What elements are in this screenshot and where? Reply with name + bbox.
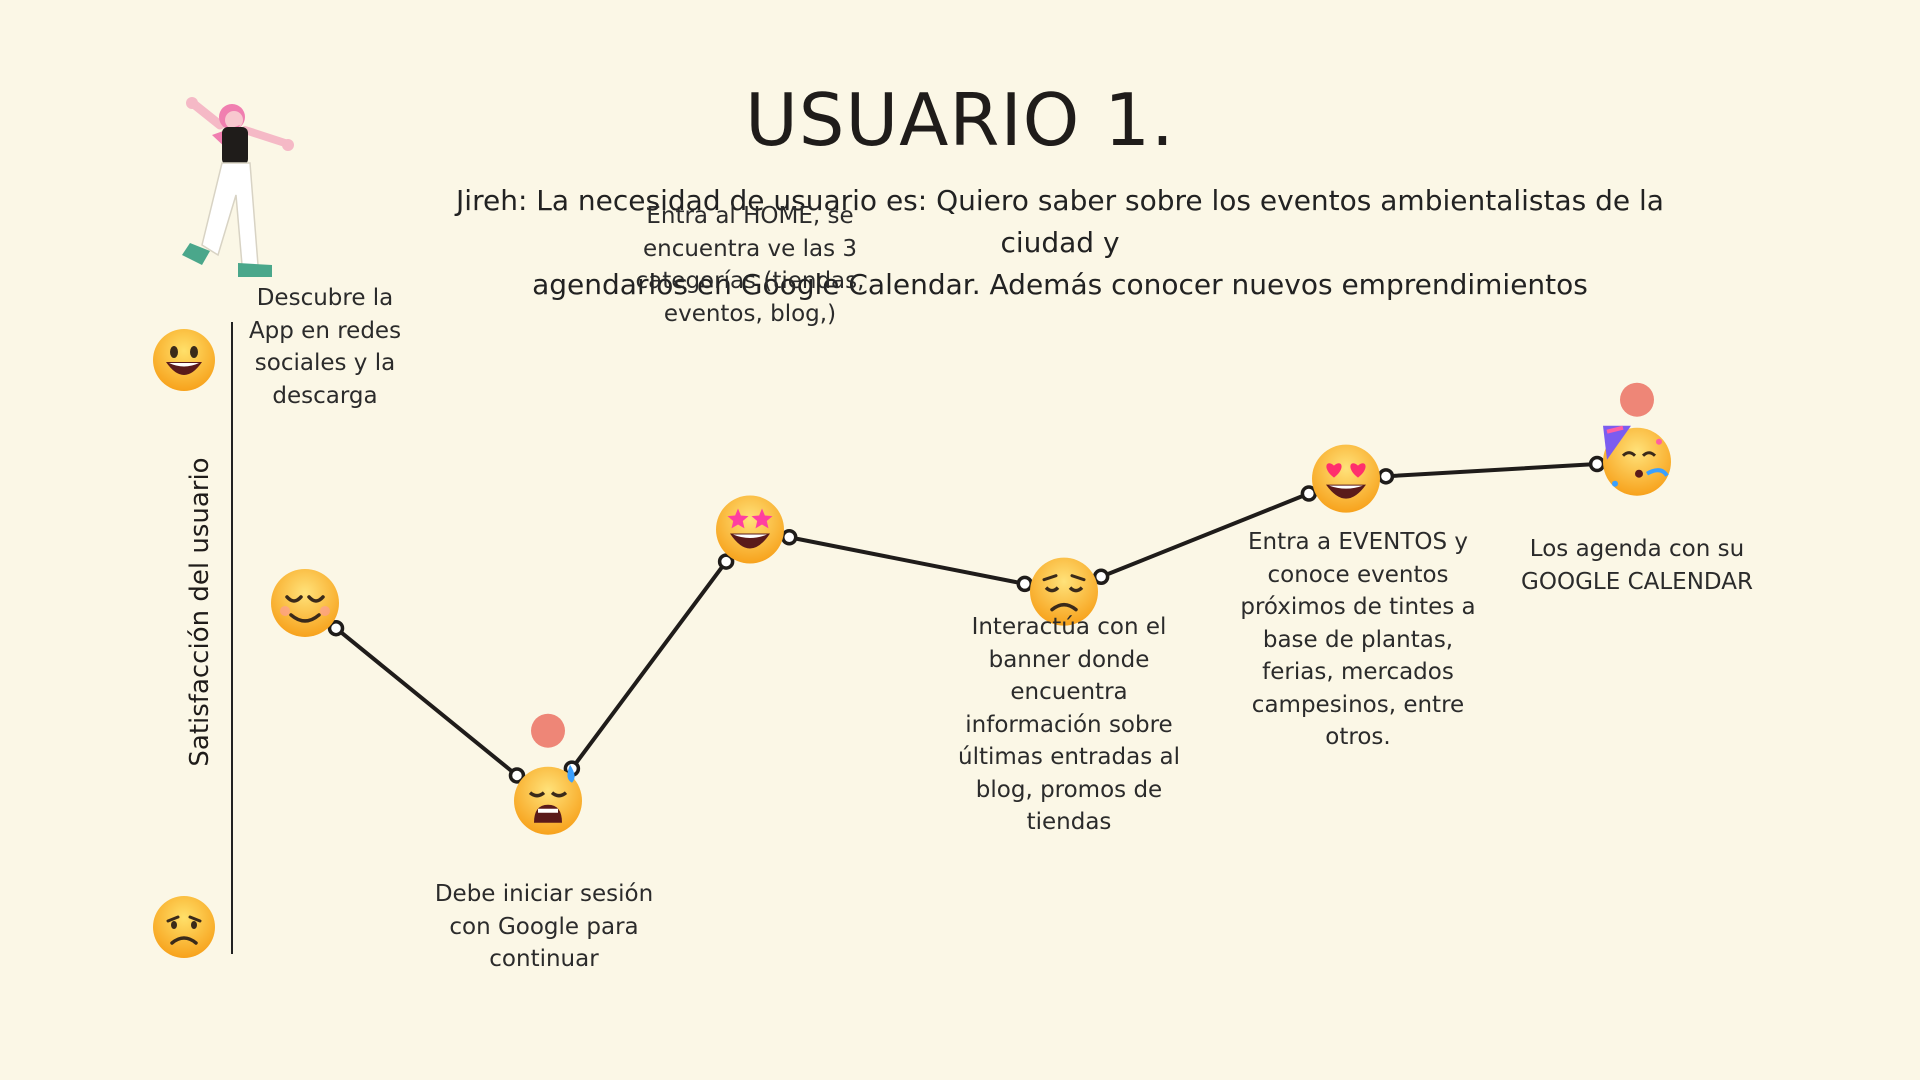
grinning-face-icon xyxy=(153,329,215,391)
frowning-face-icon xyxy=(153,896,215,958)
journey-step-label-line: Entra a EVENTOS y xyxy=(1247,529,1469,555)
journey-step-label-line: blog, promos de xyxy=(975,776,1163,803)
persona-illustration xyxy=(182,97,294,277)
user-need-line-1: Jireh: La necesidad de usuario es: Quier… xyxy=(456,184,1664,259)
journey-connector-dot xyxy=(1016,575,1034,593)
journey-step-label-line: GOOGLE CALENDAR xyxy=(1521,568,1753,595)
heart-eyes-face-icon xyxy=(1312,444,1380,513)
journey-step-label-line: últimas entradas al xyxy=(958,744,1180,770)
journey-step-label-line: continuar xyxy=(489,946,599,972)
partying-face-icon xyxy=(1603,425,1671,496)
journey-step-label: Entra a EVENTOS y conoce eventos próximos … xyxy=(1240,526,1475,754)
journey-step-label-line: encuentra xyxy=(1010,679,1128,705)
journey-segment xyxy=(1383,462,1600,479)
journey-step-label-line: descarga xyxy=(272,382,378,409)
journey-step-label-line: encuentra ve las 3 xyxy=(642,235,858,262)
journey-connector-dot xyxy=(508,767,526,784)
journey-step-label: Debe iniciar sesión con Google para contin… xyxy=(435,878,653,976)
journey-step-label-line: Entra al HOME, se xyxy=(646,203,854,229)
journey-connector-dot xyxy=(1300,485,1318,502)
journey-step-label-line: Los agenda con su xyxy=(1529,536,1745,562)
accent-dot xyxy=(1620,382,1654,417)
journey-step-label-line: eventos, blog,) xyxy=(663,300,837,327)
journey-step-label-line: App en redes xyxy=(248,317,402,344)
journey-step-label-line: otros. xyxy=(1325,724,1391,750)
journey-step-label-line: sociales y la xyxy=(254,350,396,376)
page-title: USUARIO 1. xyxy=(745,78,1175,162)
journey-step-label-line: banner donde xyxy=(988,646,1150,673)
journey-step-label-line: información sobre xyxy=(965,711,1173,738)
journey-segment xyxy=(334,626,519,778)
journey-connector-dot xyxy=(1588,455,1606,473)
user-need-line-2: agendarlos en Google Calendar. Además co… xyxy=(532,268,1588,301)
journey-step-label: Interactúa con el banner donde encuentra in… xyxy=(958,611,1180,839)
disappointed-face-icon xyxy=(1030,557,1098,626)
journey-step-label-line: ferias, mercados xyxy=(1262,659,1454,685)
journey-step-label-line: con Google para xyxy=(449,913,639,940)
anxious-face-with-sweat-icon xyxy=(514,764,582,835)
journey-connector-dot xyxy=(327,619,345,637)
journey-step-label-line: próximos de tintes a xyxy=(1240,594,1476,620)
journey-step-label: Descubre la App en redes sociales y la desc… xyxy=(249,282,401,412)
journey-segment xyxy=(787,535,1027,586)
journey-connector-dot xyxy=(1377,468,1395,485)
journey-connector-dot xyxy=(780,529,798,546)
relieved-face-icon xyxy=(271,568,339,637)
journey-step-label-line: Interactúa con el xyxy=(971,614,1167,640)
journey-step-label: Entra al HOME, se encuentra ve las 3 categ… xyxy=(636,200,865,330)
journey-step-label-line: Descubre la xyxy=(256,285,394,311)
user-need-description: Jireh: La necesidad de usuario es: Quier… xyxy=(420,180,1700,306)
journey-step-label-line: base de plantas, xyxy=(1262,626,1454,653)
journey-step-label-line: tiendas xyxy=(1026,809,1112,835)
journey-connector-dot xyxy=(717,553,735,570)
journey-step-label-line: conoce eventos xyxy=(1267,561,1449,588)
journey-step-label: Los agenda con su GOOGLE CALENDAR xyxy=(1521,533,1753,598)
journey-connector-dot xyxy=(1092,568,1110,586)
journey-step-label-line: Debe iniciar sesión xyxy=(434,881,654,907)
journey-step-label-line: categorías (tiendas, xyxy=(635,268,865,294)
journey-step-label-line: campesinos, entre xyxy=(1251,691,1465,718)
satisfaction-axis xyxy=(231,322,233,954)
journey-segment xyxy=(569,559,729,771)
accent-dot xyxy=(531,713,565,748)
star-struck-icon xyxy=(716,495,784,564)
journey-segment xyxy=(1099,491,1311,579)
